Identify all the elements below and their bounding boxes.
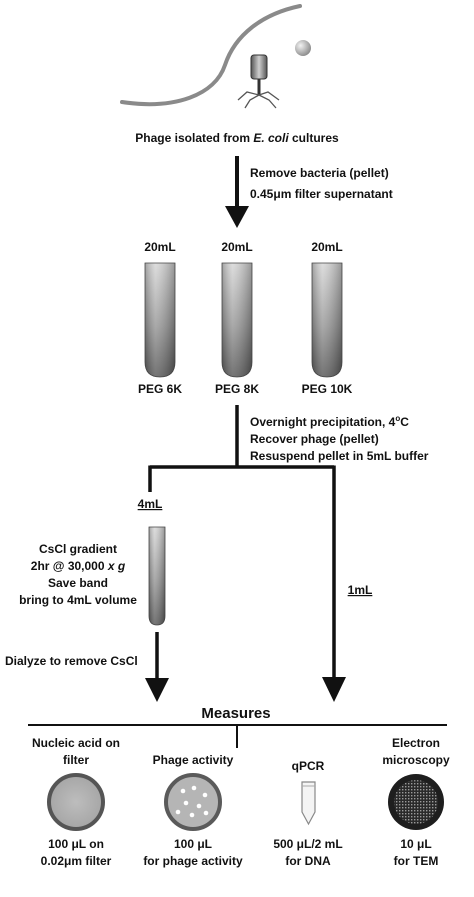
measure-title: Phage activity: [153, 753, 234, 767]
plaque-plate-icon: [164, 773, 222, 831]
measure-amount: for TEM: [394, 854, 439, 868]
tube-volume-label: 20mL: [221, 240, 252, 254]
peg-8k-tube-icon: [221, 262, 253, 378]
step-recover-label: Recover phage (pellet): [250, 432, 379, 446]
measure-amount: for phage activity: [143, 854, 243, 868]
peg-tube-row: 20mL 20mL 20mL PEG 6K PEG 8K PEG 10K: [138, 240, 353, 396]
measure-title: filter: [63, 753, 89, 767]
bacterium-cell-icon: [120, 4, 302, 107]
arrow-left-branch: [145, 678, 169, 702]
cscl-save-band-label: Save band: [48, 576, 108, 590]
peg-tube-label: PEG 8K: [215, 382, 259, 396]
peg-10k-tube-icon: [311, 262, 343, 378]
measure-title: microscopy: [382, 753, 450, 767]
measure-amount: 100 μL: [174, 837, 212, 851]
filter-disc-icon: [47, 773, 105, 831]
cscl-gradient-label: CsCl gradient: [39, 542, 117, 556]
measure-title: qPCR: [292, 759, 325, 773]
peg-tube-label: PEG 10K: [302, 382, 353, 396]
branch-connector: [148, 405, 336, 680]
measure-amount: 500 μL/2 mL: [273, 837, 342, 851]
arrow-remove-bacteria: [225, 156, 249, 228]
pcr-tube-icon: [301, 781, 316, 826]
measures-title: Measures: [201, 705, 270, 722]
measure-amount: 0.02μm filter: [41, 854, 112, 868]
dialyze-label: Dialyze to remove CsCl: [5, 654, 138, 668]
step-remove-bacteria-label: Remove bacteria (pellet): [250, 166, 389, 180]
tem-grid-icon: [388, 774, 444, 830]
measure-title: Nucleic acid on: [32, 736, 120, 750]
tube-volume-label: 20mL: [311, 240, 342, 254]
step-filter-label: 0.45μm filter supernatant: [250, 187, 393, 201]
phage-particle-icon: [237, 54, 280, 109]
arrow-right-branch: [322, 677, 346, 702]
bacterial-debris-sphere-icon: [295, 40, 311, 56]
cscl-volume-label: bring to 4mL volume: [19, 593, 137, 607]
cscl-spin-label: 2hr @ 30,000 x g: [31, 559, 126, 573]
left-branch-volume: 4mL: [138, 497, 163, 511]
measure-title: Electron: [392, 736, 440, 750]
peg-6k-tube-icon: [144, 262, 176, 378]
cscl-tube-icon: [148, 526, 166, 626]
measure-amount: 100 μL on: [48, 837, 104, 851]
phage-source-caption: Phage isolated from E. coli cultures: [135, 131, 339, 145]
measure-amount: 10 μL: [400, 837, 431, 851]
peg-tube-label: PEG 6K: [138, 382, 182, 396]
right-branch-volume: 1mL: [348, 583, 373, 597]
tube-volume-label: 20mL: [144, 240, 175, 254]
step-precipitation-label: Overnight precipitation, 4oC: [250, 414, 409, 429]
measure-amount: for DNA: [285, 854, 331, 868]
step-resuspend-label: Resuspend pellet in 5mL buffer: [250, 449, 429, 463]
